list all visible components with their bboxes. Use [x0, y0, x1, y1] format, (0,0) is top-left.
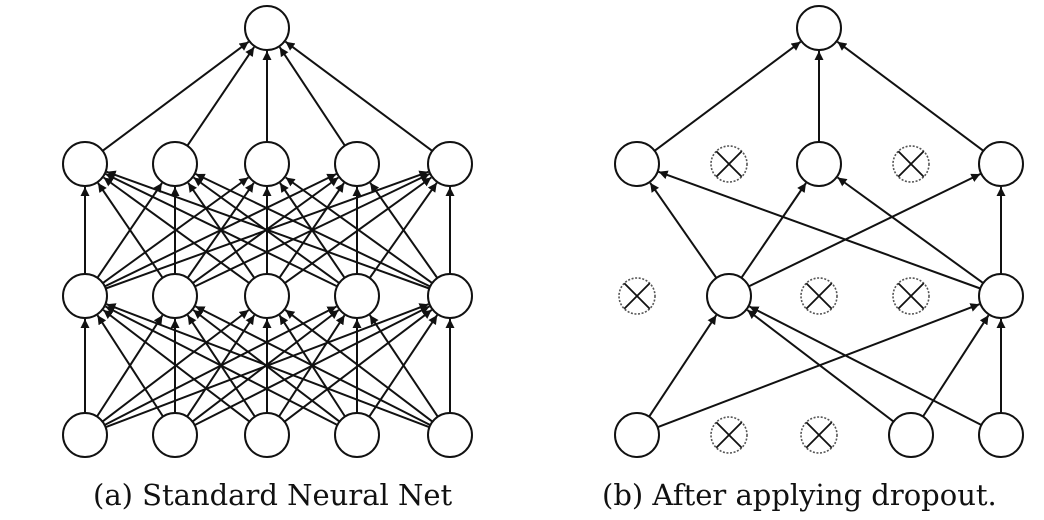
connection-arrow	[369, 182, 439, 279]
neuron	[334, 412, 380, 458]
connection-arrow	[97, 182, 164, 279]
neuron	[62, 412, 108, 458]
connection-arrow	[106, 303, 430, 429]
connection-arrow	[749, 305, 982, 426]
neuron	[62, 141, 108, 187]
connection-arrow	[654, 40, 802, 152]
output-neuron	[244, 5, 290, 51]
dropped-neuron	[892, 145, 930, 183]
neuron	[978, 412, 1024, 458]
dropped-neuron	[800, 277, 838, 315]
connection-arrow	[102, 309, 251, 423]
neuron	[152, 273, 198, 319]
connection-arrow	[106, 170, 430, 290]
connection-arrow	[105, 305, 338, 426]
connection-arrow	[96, 314, 164, 418]
neuron	[796, 141, 842, 187]
neuron	[244, 412, 290, 458]
connection-arrow	[285, 176, 433, 284]
dropped-neuron	[800, 416, 838, 454]
connection-arrow	[657, 303, 980, 429]
connection-arrow	[102, 40, 250, 152]
neuron	[614, 412, 660, 458]
connection-arrow	[649, 182, 718, 279]
connection-arrow	[186, 46, 255, 147]
dropped-neuron	[710, 416, 748, 454]
dropped-neuron	[892, 277, 930, 315]
connection-arrow	[195, 173, 431, 288]
connection-arrow	[648, 314, 718, 418]
neuron	[244, 273, 290, 319]
standard-net-caption: (a) Standard Neural Net	[93, 478, 453, 512]
neuron	[244, 141, 290, 187]
connection-arrow	[368, 314, 439, 418]
dropout-net-caption: (b) After applying dropout.	[602, 478, 997, 512]
output-neuron	[796, 5, 842, 51]
connection-arrow	[105, 173, 338, 288]
neuron	[427, 273, 473, 319]
connection-arrow	[740, 182, 807, 279]
connection-arrow	[746, 309, 895, 423]
neuron	[614, 141, 660, 187]
connection-arrow	[922, 314, 990, 418]
neuron	[427, 141, 473, 187]
connection-arrow	[278, 46, 346, 147]
connection-arrow	[195, 305, 431, 426]
standard-net-panel	[62, 5, 473, 458]
neuron	[62, 273, 108, 319]
dropped-neuron	[710, 145, 748, 183]
connection-arrow	[103, 176, 250, 284]
connection-arrow	[748, 173, 981, 288]
neuron	[334, 273, 380, 319]
neuron	[152, 412, 198, 458]
neuron	[888, 412, 934, 458]
dropout-net-panel	[614, 5, 1024, 458]
neuron	[706, 273, 752, 319]
connection-arrow	[284, 40, 433, 152]
neuron	[152, 141, 198, 187]
dropout-diagram	[62, 5, 1024, 458]
neuron	[978, 273, 1024, 319]
connection-arrow	[836, 40, 984, 152]
neuron	[978, 141, 1024, 187]
neuron	[427, 412, 473, 458]
connection-arrow	[658, 170, 981, 290]
neuron	[334, 141, 380, 187]
connection-arrow	[837, 176, 984, 284]
connection-arrow	[284, 309, 434, 423]
dropped-neuron	[618, 277, 656, 315]
